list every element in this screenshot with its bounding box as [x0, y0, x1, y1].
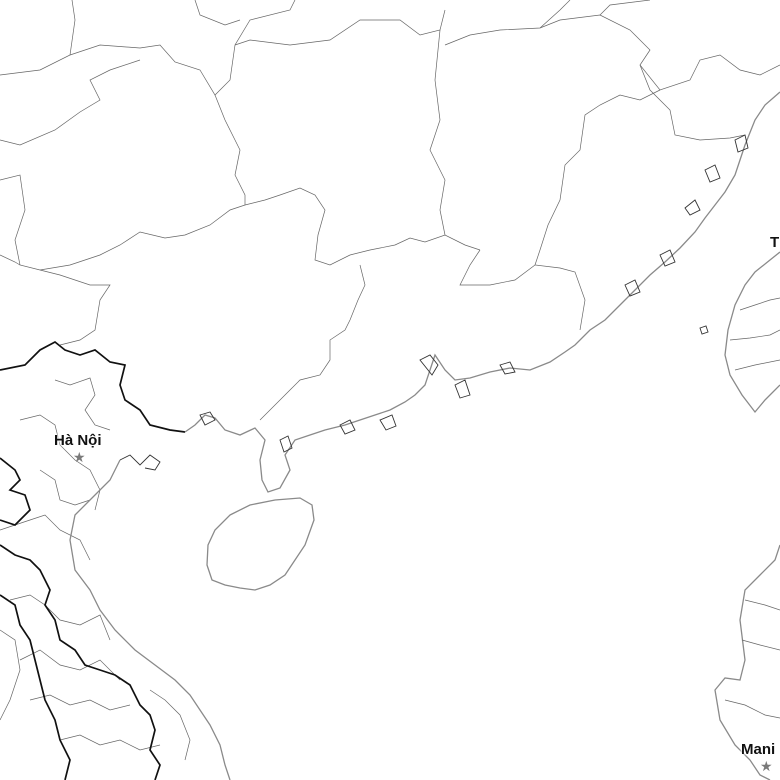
luzon-island — [714, 544, 780, 780]
coastal-islands — [119, 134, 749, 471]
coastline — [69, 91, 780, 780]
star-icon: ★ — [760, 758, 773, 774]
country-borders — [0, 340, 186, 780]
province-borders — [0, 0, 780, 421]
city-label-manila[interactable]: Mani — [741, 741, 776, 758]
city-label-taipei-partial[interactable]: T — [770, 234, 780, 251]
luzon-provinces — [724, 599, 780, 719]
city-label-hanoi[interactable]: Hà Nội — [54, 432, 102, 449]
taiwan-island — [724, 251, 780, 414]
hainan-island — [206, 497, 315, 591]
taiwan-provinces — [729, 297, 780, 371]
star-icon: ★ — [73, 449, 86, 465]
